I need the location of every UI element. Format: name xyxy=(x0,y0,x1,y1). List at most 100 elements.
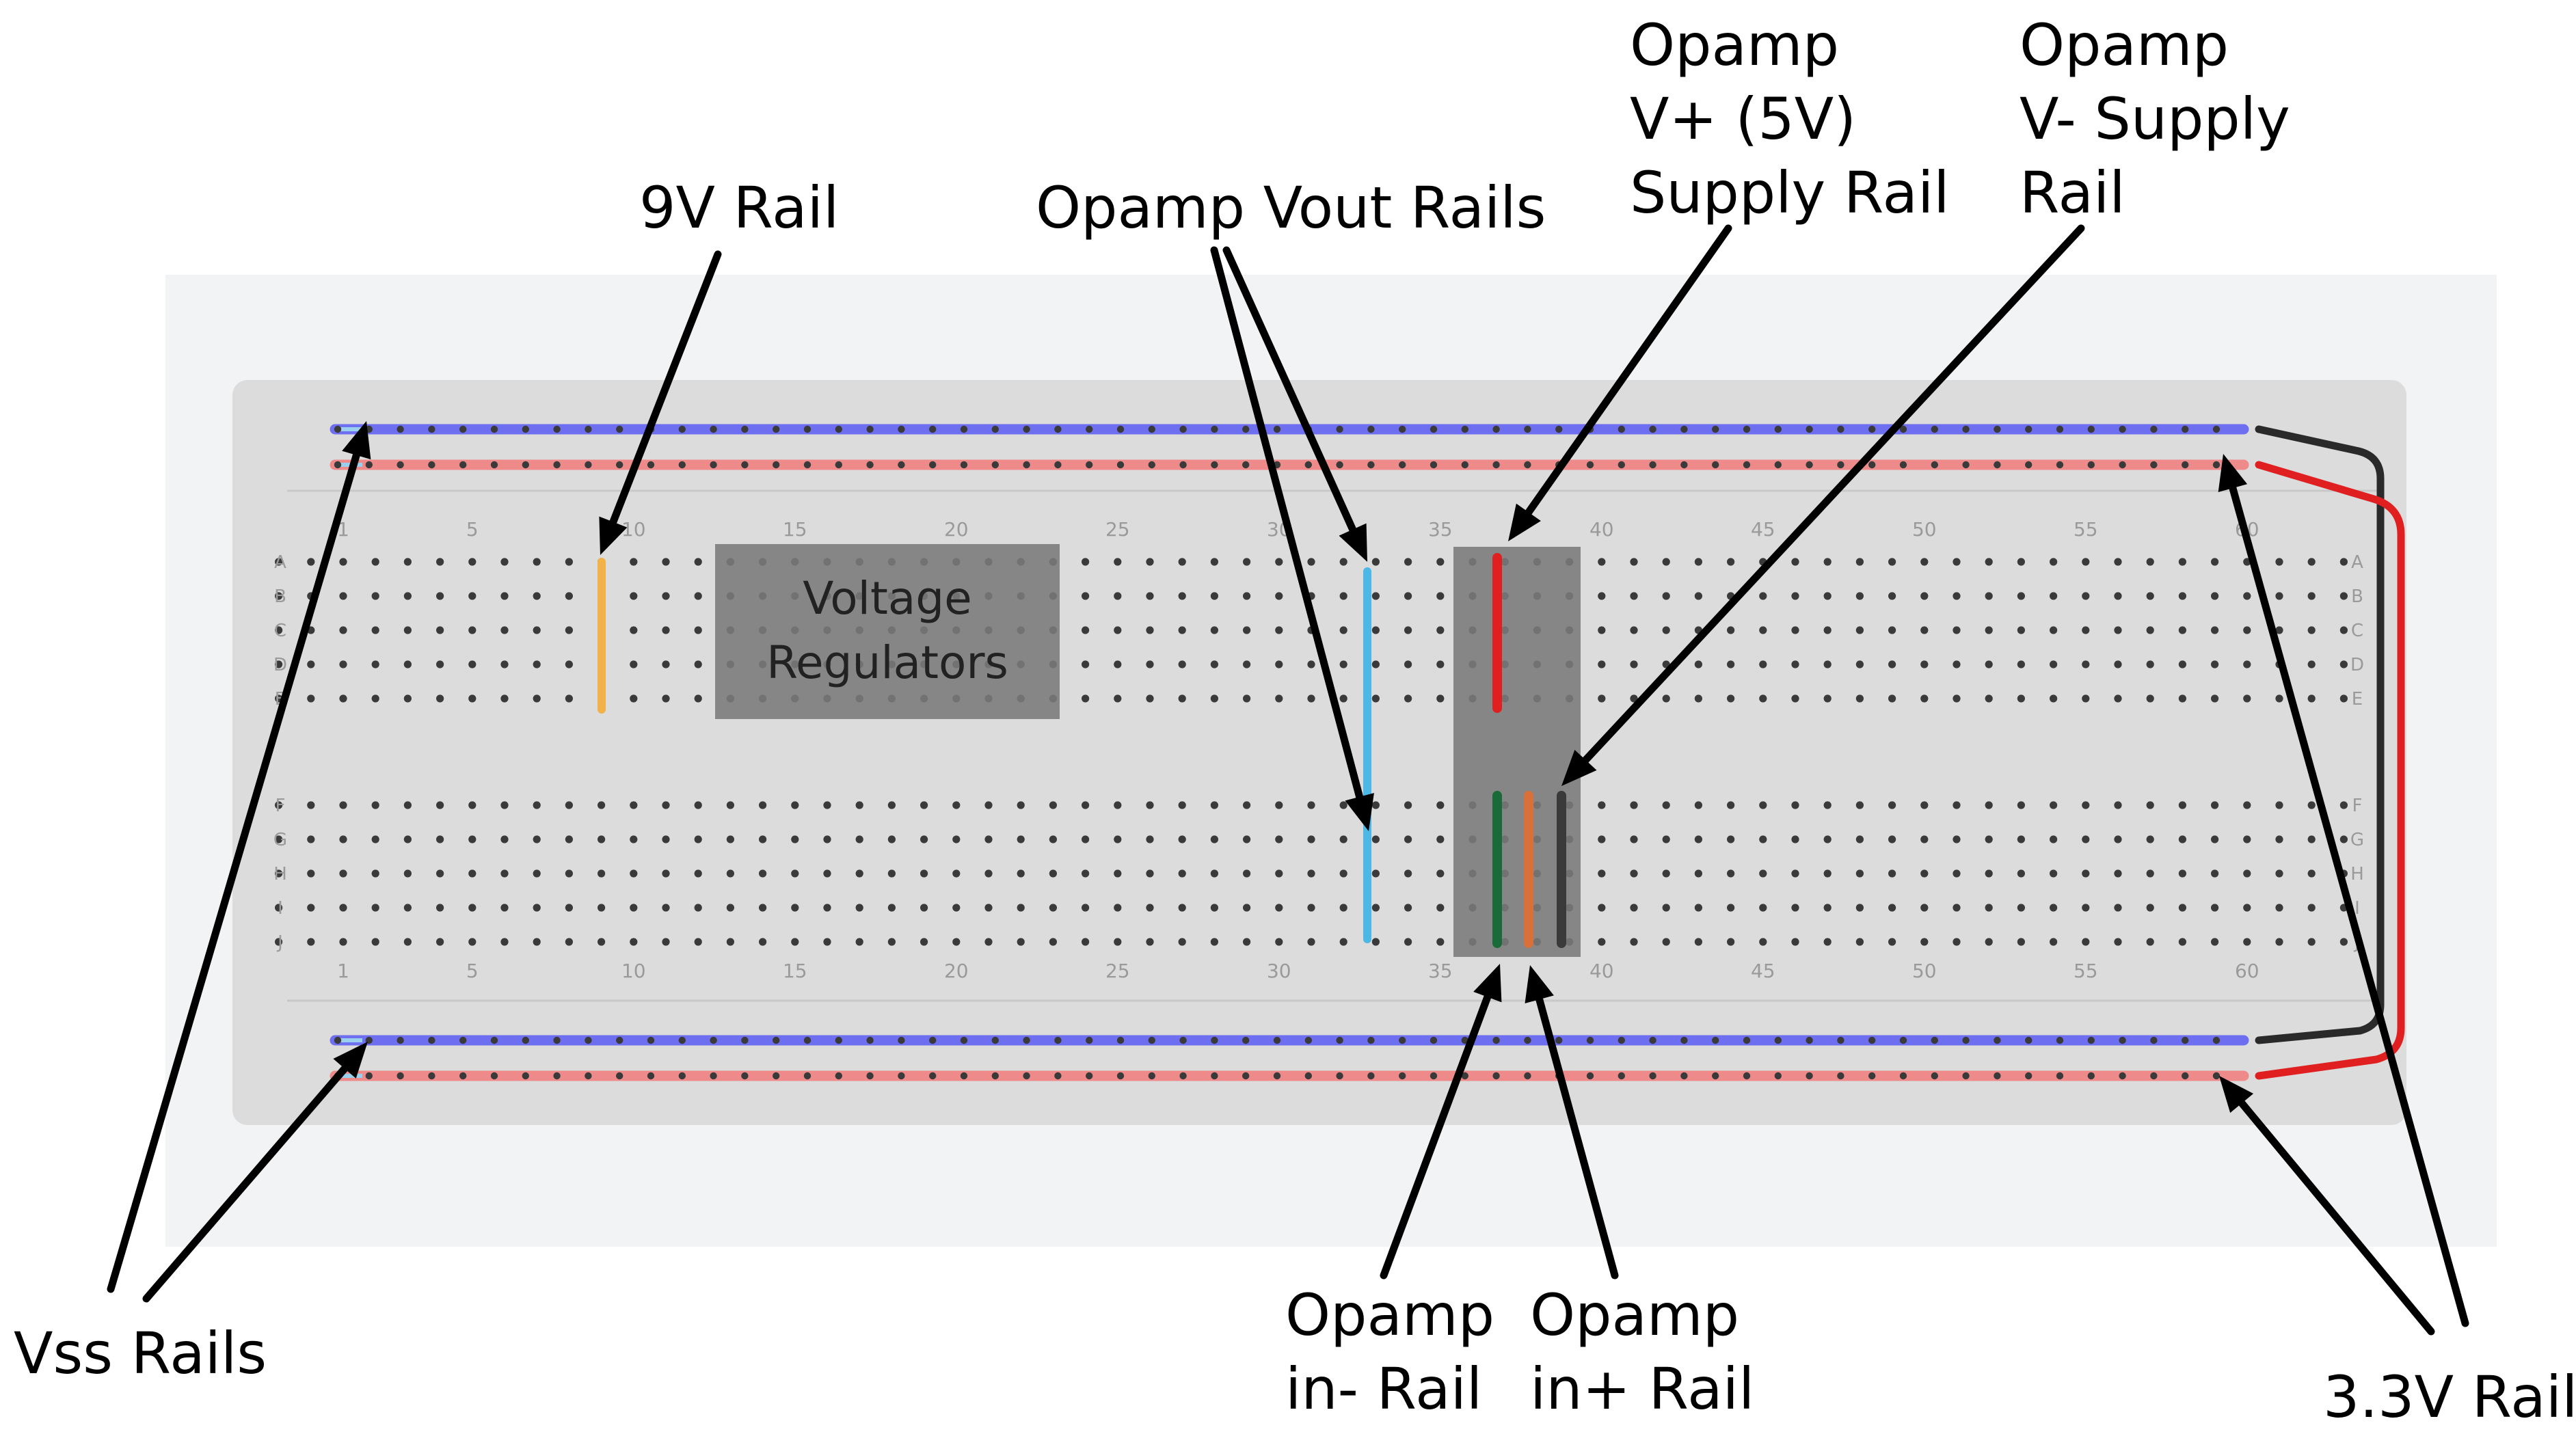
terminal-hole xyxy=(694,592,702,600)
terminal-hole xyxy=(2243,938,2251,946)
terminal-hole xyxy=(855,904,863,912)
rail-hole xyxy=(459,1072,467,1080)
terminal-hole xyxy=(1888,592,1896,600)
rail-hole xyxy=(1524,425,1531,433)
terminal-hole xyxy=(2211,835,2219,843)
terminal-hole xyxy=(1985,938,1993,946)
terminal-hole xyxy=(1953,869,1961,878)
terminal-hole xyxy=(1598,835,1606,843)
terminal-hole xyxy=(275,801,283,809)
rail-hole xyxy=(2087,425,2095,433)
terminal-hole xyxy=(1727,801,1735,809)
terminal-hole xyxy=(2178,626,2186,634)
arrow-opamp-vplus xyxy=(1508,224,1732,541)
terminal-hole xyxy=(533,558,541,566)
terminal-hole xyxy=(1371,904,1380,912)
terminal-hole xyxy=(275,660,283,668)
rail-hole xyxy=(1242,425,1250,433)
terminal-hole xyxy=(565,938,574,946)
rail-hole xyxy=(1994,1036,2001,1044)
rail-hole xyxy=(459,425,467,433)
rail-hole xyxy=(1806,425,1813,433)
terminal-hole xyxy=(1694,904,1702,912)
terminal-hole xyxy=(2114,592,2122,600)
rail-hole xyxy=(1211,461,1218,469)
terminal-hole xyxy=(1210,592,1218,600)
terminal-hole xyxy=(2243,869,2251,878)
terminal-hole xyxy=(1920,801,1929,809)
terminal-hole xyxy=(1436,694,1445,703)
terminal-hole xyxy=(823,801,831,809)
rail-hole xyxy=(1273,1036,1281,1044)
rail-hole xyxy=(929,1036,937,1044)
terminal-hole xyxy=(1662,835,1670,843)
terminal-hole xyxy=(1082,938,1090,946)
rail-hole xyxy=(1899,461,1907,469)
terminal-hole xyxy=(1694,660,1702,668)
terminal-hole xyxy=(1920,904,1929,912)
terminal-hole xyxy=(468,801,477,809)
terminal-hole xyxy=(1307,938,1315,946)
voltage-regulators-line-2: Regulators xyxy=(766,636,1008,689)
terminal-hole xyxy=(1404,869,1412,878)
terminal-hole xyxy=(403,904,412,912)
terminal-hole xyxy=(1178,592,1186,600)
rail-hole xyxy=(1148,1036,1156,1044)
rail-hole xyxy=(1586,461,1594,469)
terminal-hole xyxy=(2050,869,2058,878)
terminal-hole xyxy=(371,801,379,809)
rail-hole xyxy=(1837,1036,1844,1044)
terminal-hole xyxy=(339,626,347,634)
rail-hole xyxy=(1649,461,1656,469)
rail-hole xyxy=(1994,461,2001,469)
rail-hole xyxy=(1399,1036,1406,1044)
terminal-hole xyxy=(565,801,574,809)
row-letter-b-left: B xyxy=(274,586,286,607)
terminal-hole xyxy=(1985,869,1993,878)
terminal-hole xyxy=(887,835,896,843)
terminal-hole xyxy=(1371,626,1380,634)
rail-hole xyxy=(1649,1072,1656,1080)
terminal-hole xyxy=(598,801,606,809)
terminal-hole xyxy=(1598,694,1606,703)
rail-hole xyxy=(1743,1072,1751,1080)
arrow-opamp-in-minus xyxy=(1380,964,1502,1280)
terminal-hole xyxy=(630,558,638,566)
terminal-hole xyxy=(2050,835,2058,843)
rail-hole xyxy=(1148,461,1156,469)
terminal-hole xyxy=(1855,904,1864,912)
column-number-40-bottom: 40 xyxy=(1589,960,1614,982)
terminal-hole xyxy=(371,938,379,946)
terminal-hole xyxy=(2211,626,2219,634)
rail-hole xyxy=(490,425,498,433)
terminal-hole xyxy=(791,869,799,878)
rail-hole xyxy=(2056,1036,2064,1044)
rail-hole xyxy=(616,425,623,433)
rail-hole xyxy=(2025,1036,2032,1044)
terminal-hole xyxy=(2114,801,2122,809)
rail-hole xyxy=(1931,425,1938,433)
terminal-hole xyxy=(2146,904,2154,912)
terminal-hole xyxy=(1791,660,1799,668)
rail-hole xyxy=(1806,1072,1813,1080)
terminal-hole xyxy=(436,938,444,946)
rail-hole xyxy=(2212,461,2221,469)
rail-hole xyxy=(553,461,561,469)
label-opamp-in-minus-rail: Opamp in- Rail xyxy=(1285,1282,1495,1422)
terminal-hole xyxy=(1727,660,1735,668)
terminal-hole xyxy=(339,694,347,703)
terminal-hole xyxy=(1759,869,1767,878)
rail-hole xyxy=(1492,1072,1500,1080)
terminal-hole xyxy=(1307,835,1315,843)
terminal-hole xyxy=(1855,938,1864,946)
terminal-hole xyxy=(500,592,509,600)
terminal-hole xyxy=(1823,558,1832,566)
rail-hole xyxy=(428,461,435,469)
rail-hole xyxy=(1649,425,1656,433)
rail-hole xyxy=(647,1072,655,1080)
terminal-hole xyxy=(1727,558,1735,566)
column-number-60-bottom: 60 xyxy=(2235,960,2259,982)
terminal-hole xyxy=(1178,835,1186,843)
terminal-hole xyxy=(1436,660,1445,668)
terminal-hole xyxy=(1436,801,1445,809)
